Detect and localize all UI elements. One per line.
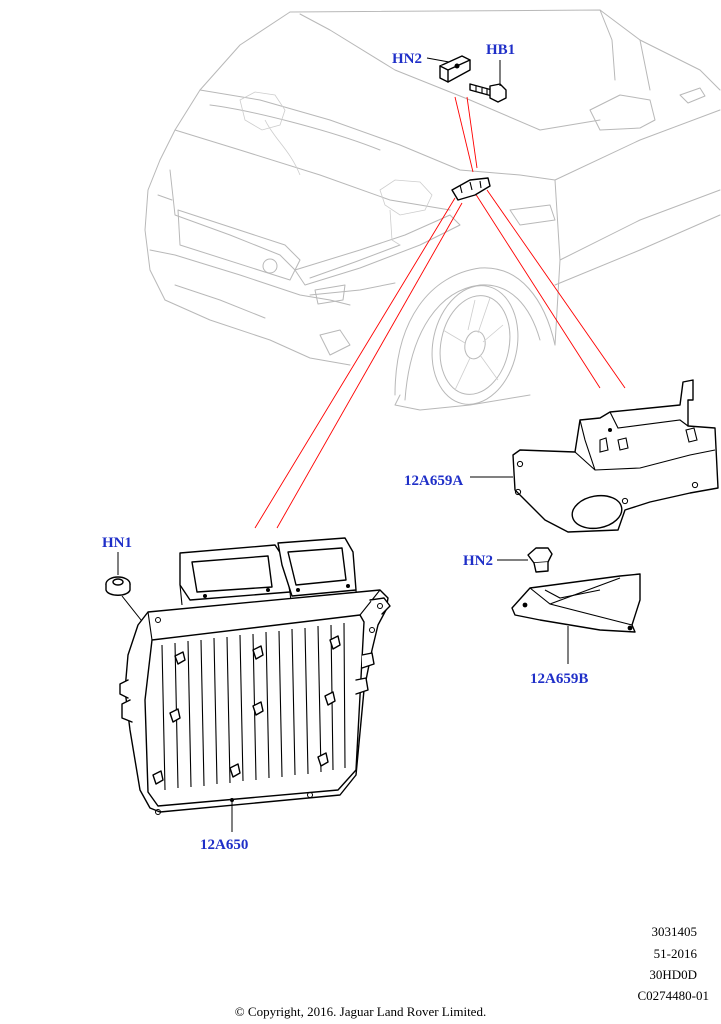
nut-hn2-top — [426, 55, 471, 83]
nut-hn1 — [105, 552, 146, 626]
callout-labels: HN2 HB1 12A659A HN2 12A659B HN1 12A650 — [102, 42, 588, 853]
reference-lines — [254, 96, 626, 529]
nut-hn2-lower — [497, 547, 553, 573]
callout-12a659a: 12A659A — [404, 473, 463, 489]
callout-hn2-lower: HN2 — [463, 553, 493, 569]
module-12a650 — [119, 537, 391, 832]
callout-hn2-top: HN2 — [392, 51, 422, 67]
model-code: 30HD0D — [649, 967, 697, 982]
bracket-12a659b — [511, 573, 641, 664]
callout-12a650: 12A650 — [200, 837, 248, 853]
date-code: 51-2016 — [653, 946, 697, 961]
bolt-hb1 — [469, 60, 507, 103]
drawing-reference: C0274480-01 — [637, 988, 710, 1003]
callout-12a659b: 12A659B — [530, 671, 588, 687]
mount-point-clip — [451, 177, 491, 201]
vehicle-illustration — [144, 9, 721, 411]
bracket-12a659a — [470, 379, 719, 533]
copyright-notice: © Copyright, 2016. Jaguar Land Rover Lim… — [234, 1004, 487, 1019]
callout-hn1: HN1 — [102, 535, 132, 551]
illustration-number: 3031405 — [651, 924, 698, 939]
callout-hb1: HB1 — [486, 42, 515, 58]
